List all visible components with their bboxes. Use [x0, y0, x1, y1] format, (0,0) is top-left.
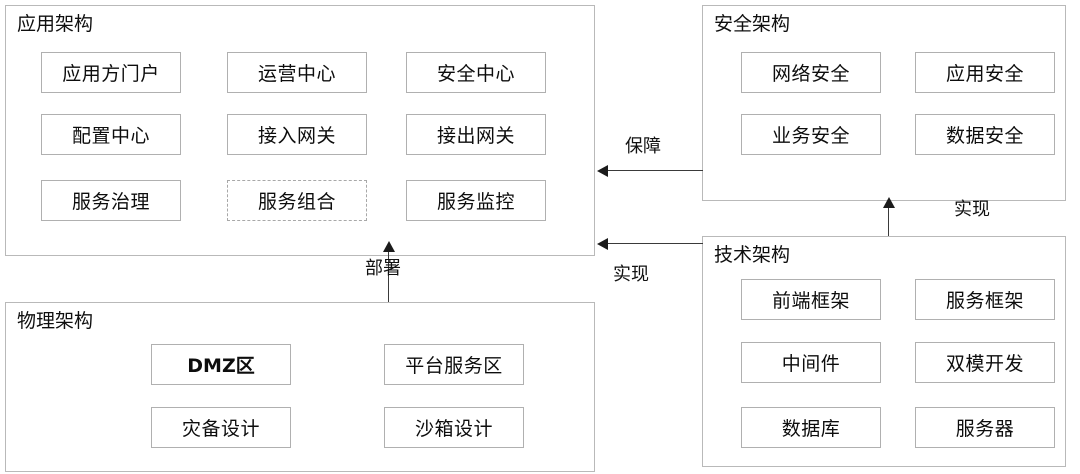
node-dmz-zone[interactable]: DMZ区 — [151, 344, 291, 385]
arrow-head-physical-to-application — [383, 241, 395, 252]
edge-line-technical-to-application — [608, 243, 703, 244]
node-sandbox-design[interactable]: 沙箱设计 — [384, 407, 524, 448]
node-business-security[interactable]: 业务安全 — [741, 114, 881, 155]
node-service-monitoring[interactable]: 服务监控 — [406, 180, 546, 221]
edge-label-shixian-app: 实现 — [613, 264, 649, 285]
node-service-composition[interactable]: 服务组合 — [227, 180, 367, 221]
panel-physical: 物理架构 DMZ区 平台服务区 灾备设计 沙箱设计 — [5, 302, 595, 472]
panel-application: 应用架构 应用方门户 运营中心 安全中心 配置中心 接入网关 接出网关 服务治理… — [5, 5, 595, 256]
node-egress-gateway[interactable]: 接出网关 — [406, 114, 546, 155]
node-frontend-framework[interactable]: 前端框架 — [741, 279, 881, 320]
node-platform-service-zone[interactable]: 平台服务区 — [384, 344, 524, 385]
node-config-center[interactable]: 配置中心 — [41, 114, 181, 155]
node-ingress-gateway[interactable]: 接入网关 — [227, 114, 367, 155]
node-middleware[interactable]: 中间件 — [741, 342, 881, 383]
node-service-framework[interactable]: 服务框架 — [915, 279, 1055, 320]
node-database[interactable]: 数据库 — [741, 407, 881, 448]
edge-line-physical-to-application — [388, 251, 389, 302]
panel-technical: 技术架构 前端框架 服务框架 中间件 双模开发 数据库 服务器 — [702, 236, 1066, 467]
node-operation-center[interactable]: 运营中心 — [227, 52, 367, 93]
edge-line-technical-to-security — [888, 206, 889, 236]
node-service-governance[interactable]: 服务治理 — [41, 180, 181, 221]
edge-label-bushu: 部署 — [365, 258, 401, 279]
node-security-center[interactable]: 安全中心 — [406, 52, 546, 93]
node-application-security[interactable]: 应用安全 — [915, 52, 1055, 93]
panel-security: 安全架构 网络安全 应用安全 业务安全 数据安全 — [702, 5, 1066, 201]
node-app-portal[interactable]: 应用方门户 — [41, 52, 181, 93]
arrow-head-security-to-application — [597, 165, 608, 177]
arrow-head-technical-to-application — [597, 238, 608, 250]
arrow-head-technical-to-security — [883, 197, 895, 208]
node-disaster-recovery-design[interactable]: 灾备设计 — [151, 407, 291, 448]
node-network-security[interactable]: 网络安全 — [741, 52, 881, 93]
panel-physical-title: 物理架构 — [17, 310, 94, 332]
edge-label-shixian-sec: 实现 — [954, 199, 990, 220]
edge-line-security-to-application — [608, 170, 703, 171]
node-data-security[interactable]: 数据安全 — [915, 114, 1055, 155]
node-bimodal-development[interactable]: 双模开发 — [915, 342, 1055, 383]
node-server[interactable]: 服务器 — [915, 407, 1055, 448]
panel-application-title: 应用架构 — [17, 13, 94, 35]
edge-label-baozhang: 保障 — [625, 136, 661, 157]
panel-technical-title: 技术架构 — [714, 244, 791, 266]
panel-security-title: 安全架构 — [714, 13, 791, 35]
